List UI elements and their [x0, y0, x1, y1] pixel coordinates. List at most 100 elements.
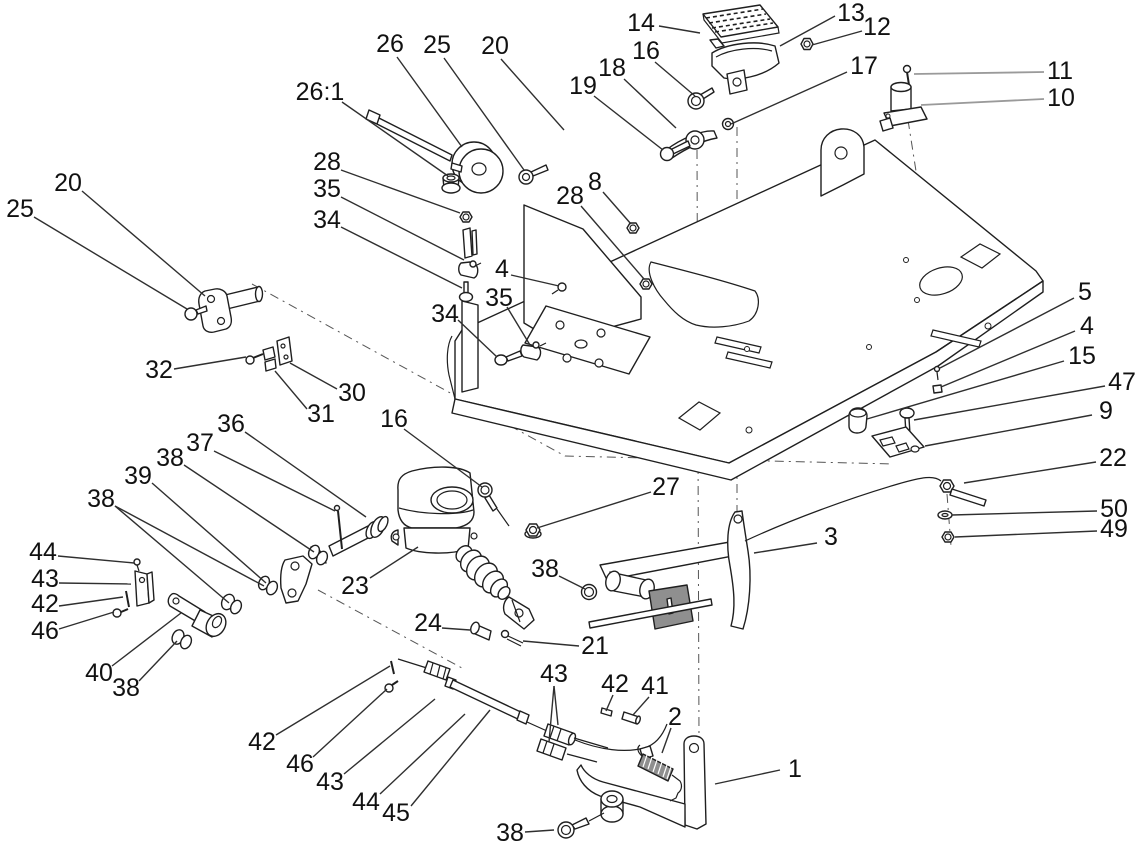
callout-36: 36 — [217, 410, 245, 438]
pedal-lever — [665, 130, 718, 159]
bushing-38d — [171, 629, 193, 650]
bushing-38b — [220, 593, 243, 615]
callout-28: 28 — [313, 148, 341, 176]
bracket-hardware — [458, 211, 653, 366]
screw-4 — [551, 282, 567, 295]
callout-21: 21 — [581, 632, 609, 660]
leader-line-31 — [274, 370, 308, 410]
callout-37: 37 — [186, 429, 214, 457]
cable-end-barrel-1 — [543, 723, 609, 749]
leader-line-20 — [81, 190, 206, 297]
bolt-25-left — [184, 305, 208, 321]
leader-line-28 — [580, 205, 645, 280]
leader-line-13 — [779, 15, 836, 47]
frame-square-hole-right — [959, 243, 1002, 269]
callout-11: 11 — [1047, 57, 1073, 85]
callout-32: 32 — [145, 356, 173, 384]
bolt-19 — [659, 140, 691, 162]
strip-35 — [462, 227, 473, 259]
bolt-16 — [687, 87, 715, 110]
actuator-housing — [580, 539, 749, 630]
frame-square-hole-left — [677, 401, 722, 431]
callout-38: 38 — [531, 555, 559, 583]
bolt-38e — [557, 812, 605, 839]
nut-8 — [626, 222, 640, 234]
latch-plate-9 — [871, 426, 925, 458]
lever-rod — [372, 115, 453, 162]
leader-line-19 — [593, 95, 664, 151]
frame-panel — [446, 128, 1044, 481]
leader-line-38 — [524, 829, 555, 833]
bellcrank-arm — [279, 555, 313, 604]
callout-27: 27 — [652, 473, 680, 501]
frame-cutout — [648, 261, 759, 328]
callout-43: 43 — [316, 768, 344, 796]
leader-line-27 — [536, 491, 652, 529]
cable-adjuster — [423, 660, 451, 681]
leader-line-45 — [410, 709, 491, 807]
switch-assembly — [879, 64, 928, 132]
leader-line-16 — [403, 428, 483, 488]
leader-line-22 — [963, 461, 1097, 484]
cable-assembly — [384, 658, 668, 763]
clamp-assembly — [245, 336, 293, 372]
callout-20: 20 — [54, 169, 82, 197]
callout-25: 25 — [6, 195, 34, 223]
callout-4: 4 — [495, 255, 509, 283]
callout-8: 8 — [588, 168, 602, 196]
pin-42-left — [125, 590, 130, 608]
leader-line-25 — [443, 57, 525, 171]
screw-5 — [933, 365, 941, 381]
callout-38: 38 — [112, 674, 140, 702]
leader-line-24 — [441, 627, 471, 631]
callout-10: 10 — [1047, 84, 1075, 112]
callout-22: 22 — [1099, 444, 1127, 472]
callout-44: 44 — [29, 538, 57, 566]
leader-line-25 — [33, 216, 188, 310]
callout-43: 43 — [540, 660, 568, 688]
leader-line-42 — [275, 665, 391, 736]
master-cylinder — [390, 466, 542, 630]
pin-24 — [470, 621, 492, 641]
leader-line-37 — [213, 450, 336, 512]
leader-line-38 — [114, 505, 230, 604]
leader-line-34 — [340, 226, 463, 289]
nut-12 — [800, 37, 814, 51]
washer-50 — [937, 510, 953, 520]
callout-4: 4 — [1080, 312, 1094, 340]
plate-30 — [276, 336, 293, 366]
callout-44: 44 — [352, 788, 380, 816]
leader-line-34 — [457, 319, 498, 358]
callout-2: 2 — [668, 703, 682, 731]
nut-28-left — [459, 211, 473, 223]
leader-line-46 — [58, 611, 115, 630]
callout-30: 30 — [338, 379, 366, 407]
leader-line-42 — [58, 596, 124, 607]
leader-line-14 — [658, 25, 701, 34]
callout-47: 47 — [1108, 368, 1136, 396]
bolt-25-top — [518, 164, 549, 185]
callout-35: 35 — [313, 175, 341, 203]
nut-4 — [932, 384, 943, 394]
pin-42b — [600, 707, 613, 717]
callout-28: 28 — [556, 182, 584, 210]
leader-line-50 — [951, 510, 1098, 516]
bolt-34-left — [458, 281, 474, 303]
cable-wire — [574, 723, 668, 751]
parking-lever-assembly — [365, 109, 549, 194]
pushrod-clevis — [502, 596, 535, 630]
lever-3 — [727, 510, 751, 630]
frame-left-flange — [461, 300, 479, 393]
leader-line-4 — [940, 330, 1076, 388]
leader-line-26 — [396, 56, 463, 148]
pedal-bracket-assembly — [557, 735, 707, 839]
link-40 — [167, 592, 227, 638]
screw-32 — [245, 353, 264, 365]
callout-5: 5 — [1078, 278, 1092, 306]
callout-31: 31 — [307, 400, 335, 428]
leader-line-12 — [811, 30, 863, 46]
cotter-21 — [500, 629, 524, 647]
leader-line-20 — [500, 58, 565, 131]
leader-line-11 — [913, 71, 1045, 75]
